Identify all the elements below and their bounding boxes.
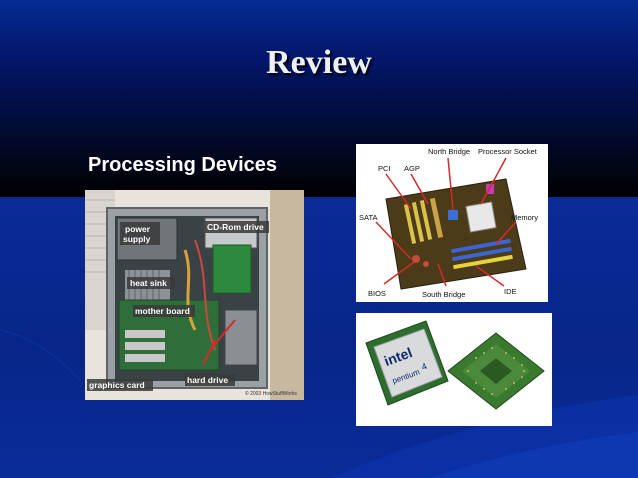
label-heat-sink: heat sink bbox=[130, 278, 167, 288]
label-graphics-card: graphics card bbox=[89, 380, 145, 390]
motherboard-diagram: North Bridge Processor Socket PCI AGP SA… bbox=[356, 144, 548, 302]
label-south-bridge: South Bridge bbox=[422, 290, 465, 299]
slide-subtitle: Processing Devices bbox=[88, 154, 277, 176]
label-hard-drive: hard drive bbox=[187, 375, 228, 385]
cpu-illustration: intel pentium 4 bbox=[356, 313, 552, 426]
cpu-back bbox=[447, 332, 545, 410]
label-copyright: © 2003 HowStuffWorks bbox=[245, 390, 297, 397]
label-pci: PCI bbox=[378, 164, 391, 173]
cpu-photo: intel pentium 4 bbox=[356, 313, 552, 426]
cpu-number: 4 bbox=[420, 361, 428, 372]
label-power: power bbox=[125, 224, 151, 234]
slide-title: Review bbox=[266, 44, 372, 81]
label-memory: Memory bbox=[511, 213, 538, 222]
label-ide: IDE bbox=[504, 287, 517, 296]
label-north-bridge: North Bridge bbox=[428, 147, 470, 156]
computer-internals-photo: power supply CD-Rom drive heat sink moth… bbox=[85, 190, 304, 400]
label-sata: SATA bbox=[359, 213, 377, 222]
computer-internals-illustration: power supply CD-Rom drive heat sink moth… bbox=[85, 190, 304, 400]
label-bios: BIOS bbox=[368, 289, 386, 298]
cpu-front: intel pentium 4 bbox=[365, 320, 449, 406]
label-processor-socket: Processor Socket bbox=[478, 147, 538, 156]
label-agp: AGP bbox=[404, 164, 420, 173]
label-mother-board: mother board bbox=[135, 306, 190, 316]
label-supply: supply bbox=[123, 234, 151, 244]
motherboard-illustration: North Bridge Processor Socket PCI AGP SA… bbox=[356, 144, 548, 302]
label-cd-rom: CD-Rom drive bbox=[207, 222, 264, 232]
